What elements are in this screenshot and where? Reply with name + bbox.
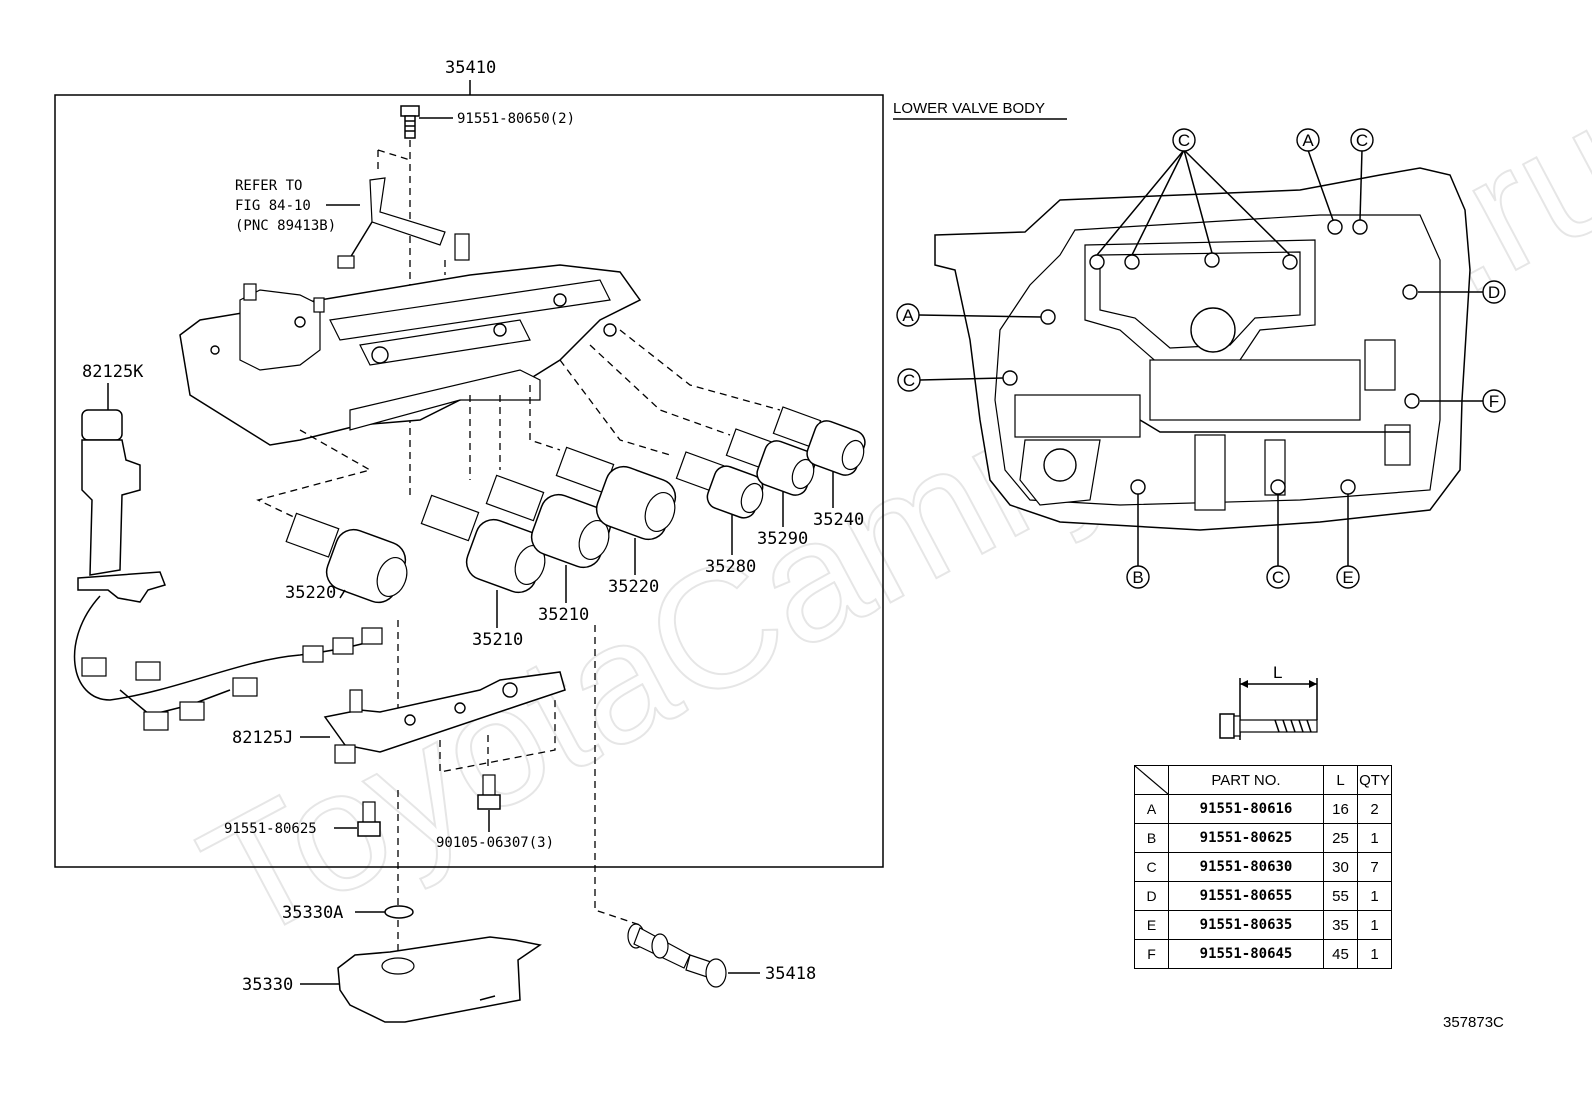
callout-solenoid-2[interactable]: 35210 [472,630,523,650]
key-left-c[interactable]: C [897,368,921,392]
row-qty: 2 [1357,794,1392,824]
wire-harness-icon [73,409,383,731]
key-top-a[interactable]: A [1296,128,1320,152]
strainer-icon [337,936,542,1023]
callout-bolt-left[interactable]: 91551-80625 [224,821,317,837]
callout-harness[interactable]: 82125K [82,362,144,382]
callout-bolt-mid[interactable]: 90105-06307(3) [436,835,554,851]
row-key: B [1134,823,1169,853]
lower-valve-body-icon [934,167,1471,531]
refer-note-line1: REFER TO [235,178,302,194]
table-corner [1134,765,1169,795]
row-part-no[interactable]: 91551-80616 [1168,794,1324,824]
callout-strainer[interactable]: 35330 [242,975,293,995]
callout-solenoid-5[interactable]: 35280 [705,557,756,577]
key-left-a[interactable]: A [896,303,920,327]
key-bottom-e[interactable]: E [1336,565,1360,589]
figure-code: 357873C [1443,1014,1504,1031]
bolt-top-icon [400,105,420,139]
row-part-no[interactable]: 91551-80625 [1168,823,1324,853]
callout-oring[interactable]: 35330A [282,903,343,923]
table-row[interactable]: C 91551-80630 30 7 [1134,852,1392,882]
table-row[interactable]: B 91551-80625 25 1 [1134,823,1392,853]
lower-valve-body-label: LOWER VALVE BODY [893,100,1045,117]
solenoid-35240-icon [772,406,866,476]
header-qty: QTY [1357,765,1392,795]
solenoid-35290-icon [725,428,816,496]
callout-pipe[interactable]: 35418 [765,964,816,984]
bolt-length-label: L [1273,663,1282,682]
bolt-table: PART NO. L QTY A 91551-80616 16 2 B 9155… [1134,765,1392,969]
bolt-left-icon [357,801,381,837]
row-length: 25 [1323,823,1358,853]
row-key: F [1134,939,1169,969]
bolt-length-icon [1219,678,1318,740]
svg-text:F: F [1489,392,1499,411]
header-length: L [1323,765,1358,795]
callout-solenoid-1[interactable]: 35220 [285,583,336,603]
solenoid-35210-a-icon [420,494,547,594]
table-row[interactable]: E 91551-80635 35 1 [1134,910,1392,940]
row-length: 35 [1323,910,1358,940]
solenoid-35220-right-icon [555,446,677,541]
row-part-no[interactable]: 91551-80635 [1168,910,1324,940]
solenoid-35220-left-icon [285,512,408,604]
svg-text:A: A [1302,131,1314,150]
row-key: D [1134,881,1169,911]
header-part-no: PART NO. [1168,765,1324,795]
sensor-bracket-icon [337,177,470,269]
svg-text:A: A [902,306,914,325]
callout-solenoid-7[interactable]: 35240 [813,510,864,530]
row-part-no[interactable]: 91551-80630 [1168,852,1324,882]
callout-bolt-top[interactable]: 91551-80650(2) [457,111,575,127]
row-length: 30 [1323,852,1358,882]
key-right-d[interactable]: D [1482,280,1506,304]
svg-text:C: C [903,371,915,390]
row-qty: 1 [1357,939,1392,969]
callout-solenoid-6[interactable]: 35290 [757,529,808,549]
row-part-no[interactable]: 91551-80645 [1168,939,1324,969]
row-part-no[interactable]: 91551-80655 [1168,881,1324,911]
refer-note-line3: (PNC 89413B) [235,218,336,234]
key-top-c2[interactable]: C [1350,128,1374,152]
row-qty: 1 [1357,823,1392,853]
callout-solenoid-4[interactable]: 35220 [608,577,659,597]
key-right-f[interactable]: F [1482,389,1506,413]
assembly-frame [54,94,884,868]
pipe-icon [627,923,727,988]
callout-solenoid-3[interactable]: 35210 [538,605,589,625]
svg-text:C: C [1356,131,1368,150]
bracket-82125J-icon [323,671,566,764]
table-row[interactable]: D 91551-80655 55 1 [1134,881,1392,911]
row-qty: 1 [1357,910,1392,940]
bolt-mid-icon [477,774,501,810]
row-length: 16 [1323,794,1358,824]
key-bottom-c[interactable]: C [1266,565,1290,589]
row-qty: 7 [1357,852,1392,882]
table-header-row: PART NO. L QTY [1134,765,1392,795]
row-key: C [1134,852,1169,882]
table-row[interactable]: F 91551-80645 45 1 [1134,939,1392,969]
valve-body-icon [179,264,642,446]
svg-text:C: C [1178,131,1190,150]
table-row[interactable]: A 91551-80616 16 2 [1134,794,1392,824]
oring-icon [384,905,414,919]
svg-text:C: C [1272,568,1284,587]
solenoid-35280-icon [675,451,764,519]
row-key: A [1134,794,1169,824]
svg-text:E: E [1342,568,1353,587]
row-key: E [1134,910,1169,940]
key-bottom-b[interactable]: B [1126,565,1150,589]
row-length: 45 [1323,939,1358,969]
refer-note-line2: FIG 84-10 [235,198,311,214]
row-qty: 1 [1357,881,1392,911]
key-top-c[interactable]: C [1172,128,1196,152]
svg-text:B: B [1132,568,1143,587]
callout-bracket[interactable]: 82125J [232,728,293,748]
svg-text:D: D [1488,283,1500,302]
assembly-label[interactable]: 35410 [445,58,496,78]
row-length: 55 [1323,881,1358,911]
